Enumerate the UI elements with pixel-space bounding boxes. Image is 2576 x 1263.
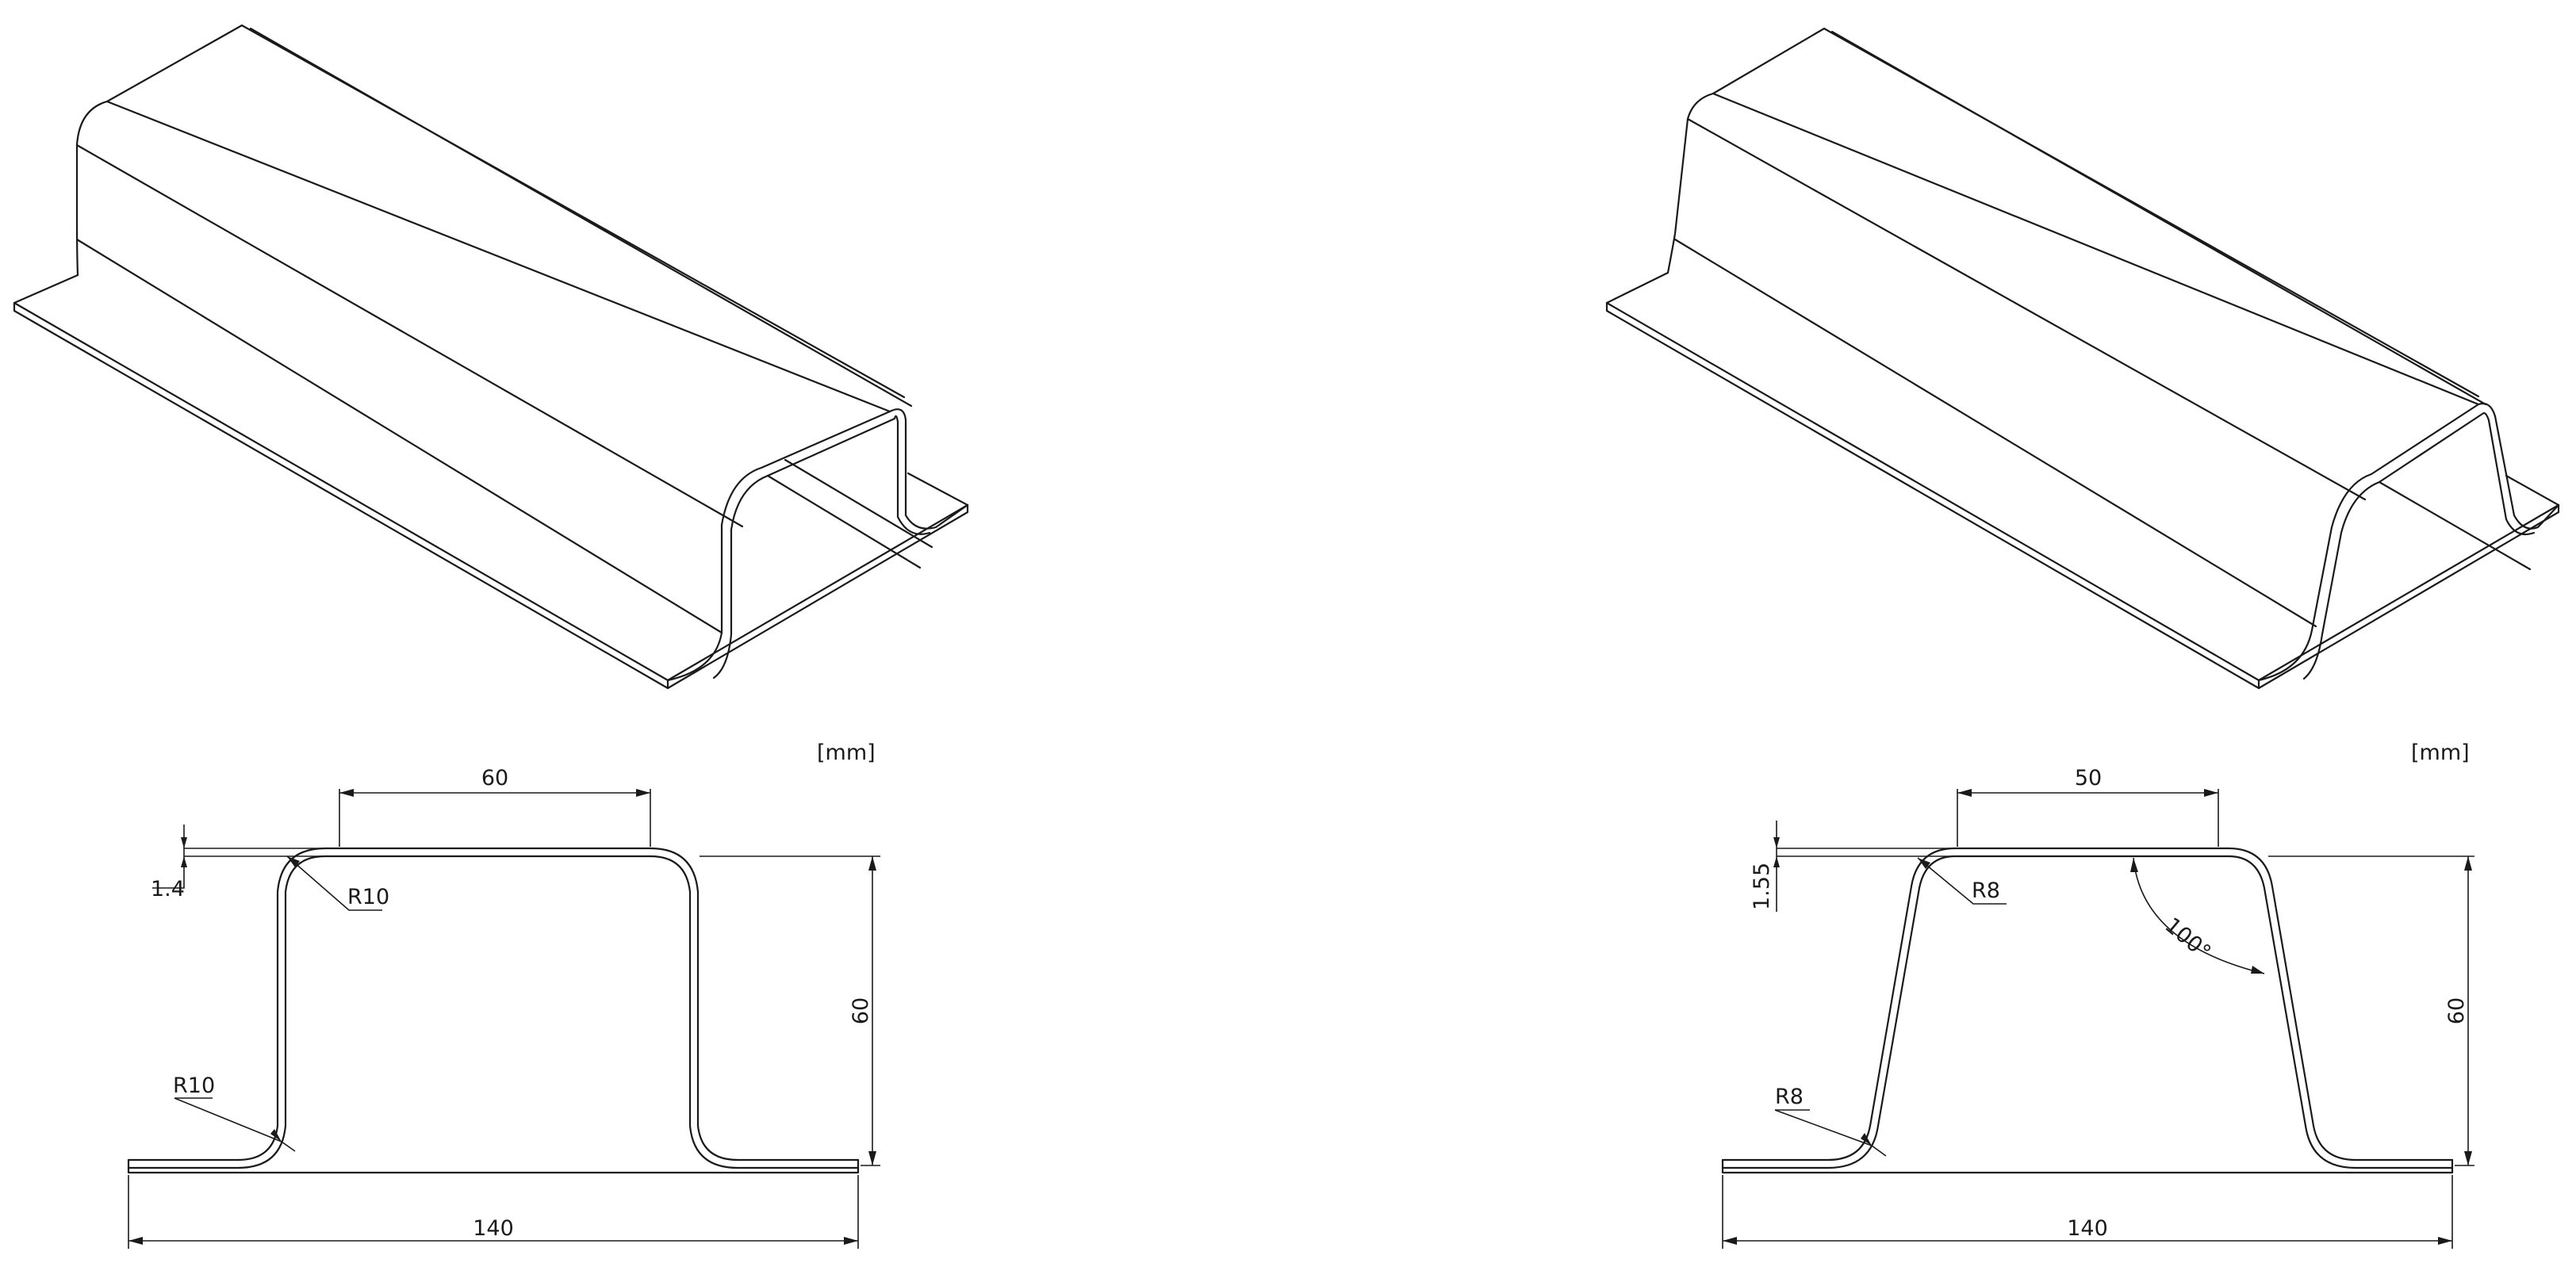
left-radius-bottom-label: R10 xyxy=(173,1074,215,1098)
right-top-width-label: 50 xyxy=(2075,766,2102,790)
left-height-label: 60 xyxy=(849,997,873,1024)
right-cross-section: 50 1.55 R8 R8 100° 60 140 xyxy=(1721,741,2474,1249)
left-cross-section: 60 1.4 R10 R10 60 140 [mm] xyxy=(127,741,880,1249)
left-thickness-label: 1.4 xyxy=(151,877,185,901)
left-radius-top-label: R10 xyxy=(347,885,389,909)
left-isometric-profile xyxy=(13,24,969,690)
right-base-width-label: 140 xyxy=(2067,1216,2108,1241)
left-base-width-label: 140 xyxy=(473,1216,514,1241)
left-units-label: [mm] xyxy=(817,741,876,765)
right-isometric-profile xyxy=(1605,27,2560,690)
left-top-width-label: 60 xyxy=(481,766,508,790)
right-radius-top-label: R8 xyxy=(1972,878,2000,903)
right-thickness-label: 1.55 xyxy=(1750,863,1774,910)
right-height-label: 60 xyxy=(2444,997,2469,1024)
right-units-label: [mm] xyxy=(2411,741,2470,765)
right-radius-bottom-label: R8 xyxy=(1775,1085,1804,1109)
right-angle-label: 100° xyxy=(2160,913,2216,966)
